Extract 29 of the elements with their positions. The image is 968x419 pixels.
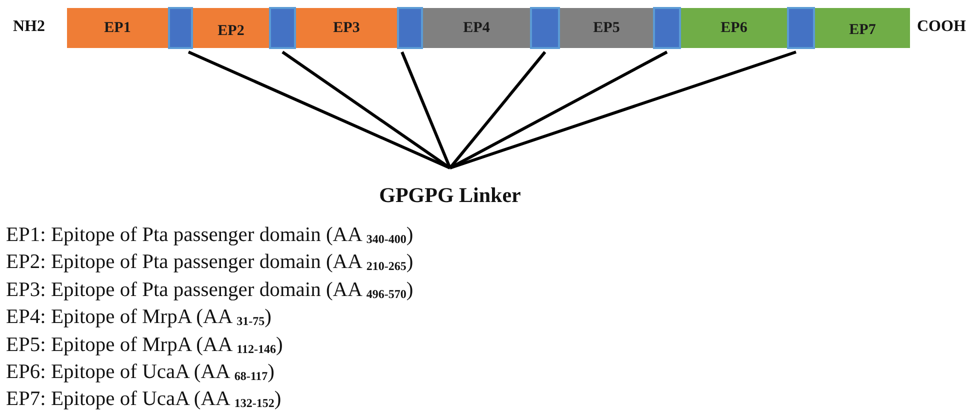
linker-caption: GPGPG Linker	[379, 183, 521, 208]
epitope-segment: EP3	[296, 8, 397, 48]
terminus-label: COOH	[917, 18, 966, 36]
connector-line	[188, 50, 451, 170]
epitope-description: EP5: Epitope of MrpA (AA $_{112-146}$)	[6, 334, 284, 358]
epitope-segment: EP2	[193, 8, 269, 48]
linker-segment	[269, 7, 296, 49]
epitope-description: EP6: Epitope of UcaA (AA $_{68-117}$)	[6, 361, 276, 386]
connector-line	[448, 51, 546, 169]
epitope-segment: EP6	[681, 8, 787, 48]
linker-segment	[653, 7, 681, 49]
epitope-description: EP2: Epitope of Pta passenger domain (AA $_{210-265}$)	[6, 251, 414, 276]
terminus-label: NH2	[13, 18, 45, 36]
connector-line	[400, 51, 452, 169]
connector-line	[449, 50, 668, 170]
linker-segment	[168, 7, 193, 49]
epitope-description: EP3: Epitope of Pta passenger domain (AA $_{496-570}$)	[6, 278, 414, 303]
linker-segment	[787, 7, 815, 49]
epitope-description: EP7: Epitope of UcaA (AA $_{132-152}$)	[6, 388, 282, 412]
linker-segment	[530, 7, 560, 49]
epitope-description: EP1: Epitope of Pta passenger domain (AA $_{340-400}$)	[6, 224, 414, 248]
epitope-segment: EP1	[67, 8, 168, 48]
epitope-segment: EP7	[815, 8, 910, 48]
epitope-segment: EP4	[423, 8, 530, 48]
linker-segment	[397, 7, 423, 49]
epitope-description: EP4: Epitope of MrpA (AA $_{31-75}$)	[6, 306, 272, 330]
connector-line	[282, 50, 451, 170]
epitope-segment: EP5	[560, 8, 653, 48]
connector-line	[450, 50, 796, 170]
